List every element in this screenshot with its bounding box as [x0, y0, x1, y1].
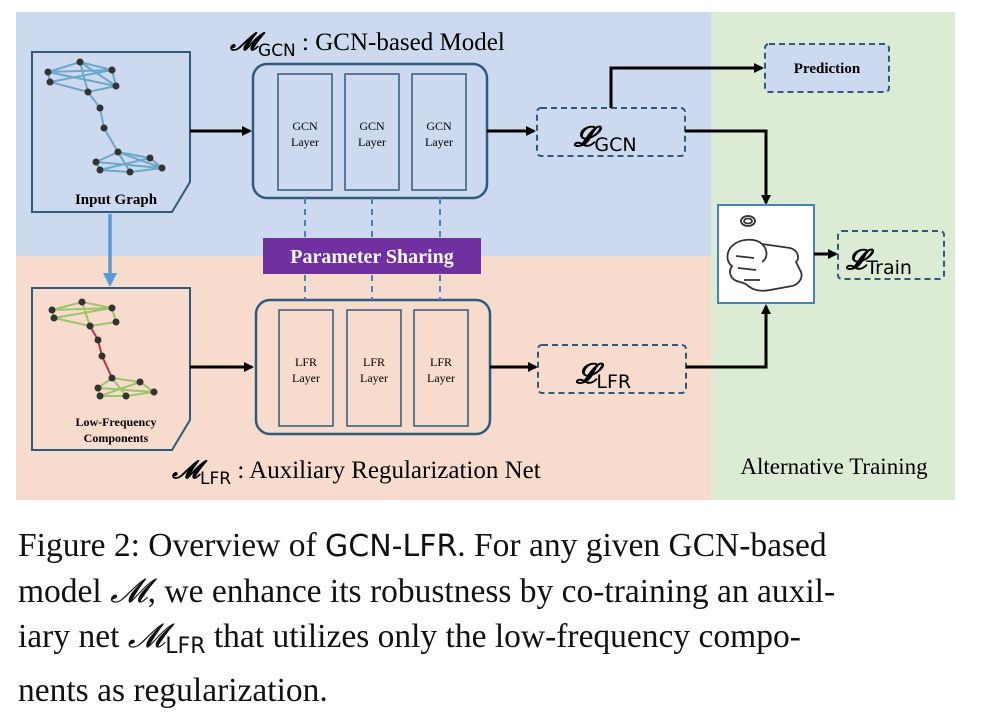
- lfr-layer-3-label2: Layer: [427, 371, 455, 385]
- loss-to-prediction-arrow: [609, 63, 764, 108]
- alternative-training-label: Alternative Training: [740, 454, 928, 479]
- figure-caption: Figure 2: Overview of GCN-LFR. For any g…: [18, 524, 973, 713]
- caption-line-4: nents as regularization.: [18, 672, 328, 709]
- loss-lfr-to-training-arrow: [686, 304, 771, 369]
- loss-lfr-label: 𝓛LFR: [575, 357, 631, 393]
- gcn-layer-1: [277, 73, 333, 191]
- gcn-layer-3-label1: GCN: [426, 119, 452, 133]
- loss-gcn-to-training-arrow: [685, 129, 771, 205]
- lfr-model-title: 𝓜LFR : Auxiliary Regularization Net: [171, 457, 541, 489]
- overview-diagram: 𝓜GCN : GCN-based Model 𝓜LFR : Auxiliary …: [16, 12, 955, 500]
- gcn-layer-1-label1: GCN: [292, 119, 318, 133]
- lfr-layer-1: [278, 309, 334, 427]
- parameter-sharing-label: Parameter Sharing: [290, 246, 454, 268]
- gcn-layer-2-label2: Layer: [358, 135, 386, 149]
- prediction-label: Prediction: [794, 61, 861, 77]
- lfr-layer-1-label2: Layer: [292, 371, 320, 385]
- low-frequency-label-line1: Low-Frequency: [75, 415, 156, 429]
- lfr-layer-3: [413, 309, 469, 427]
- coin-toss-hand-icon: [726, 215, 803, 292]
- gcn-layer-3: [411, 73, 467, 191]
- lfr-layer-2: [346, 309, 402, 427]
- parameter-sharing-badge: [263, 238, 481, 274]
- low-frequency-box: [31, 287, 191, 451]
- loss-gcn-label: 𝓛GCN: [573, 120, 637, 156]
- input-graph-box: [31, 51, 191, 213]
- lfr-layers: LFR Layer LFR Layer LFR Layer: [278, 309, 469, 427]
- low-frequency-label-line2: Components: [84, 431, 149, 445]
- prediction-box: [764, 43, 890, 93]
- lfr-layer-3-label1: LFR: [430, 355, 452, 369]
- caption-line-1: Figure 2: Overview of GCN-LFR. For any g…: [18, 527, 827, 564]
- gcn-layers: GCN Layer GCN Layer GCN Layer: [277, 73, 467, 191]
- input-graph-label: Input Graph: [75, 192, 158, 208]
- caption-line-2: model 𝓜, we enhance its robustness by co…: [18, 571, 836, 610]
- input-graph-nodes: [44, 58, 166, 176]
- parameter-sharing-links: [304, 198, 441, 300]
- gcn-layer-3-label2: Layer: [425, 135, 453, 149]
- gcn-layer-2: [344, 73, 400, 191]
- caption-line-3: iary net 𝓜LFR that utilizes only the low…: [18, 616, 801, 659]
- loss-lfr-box: [537, 344, 687, 394]
- low-frequency-nodes: [48, 298, 158, 400]
- gcn-layer-1-label2: Layer: [291, 135, 319, 149]
- loss-train-box: [837, 230, 945, 280]
- lfr-layer-2-label2: Layer: [360, 371, 388, 385]
- lfr-layer-2-label1: LFR: [363, 355, 385, 369]
- gcn-layer-2-label1: GCN: [359, 119, 385, 133]
- lfr-layer-1-label1: LFR: [295, 355, 317, 369]
